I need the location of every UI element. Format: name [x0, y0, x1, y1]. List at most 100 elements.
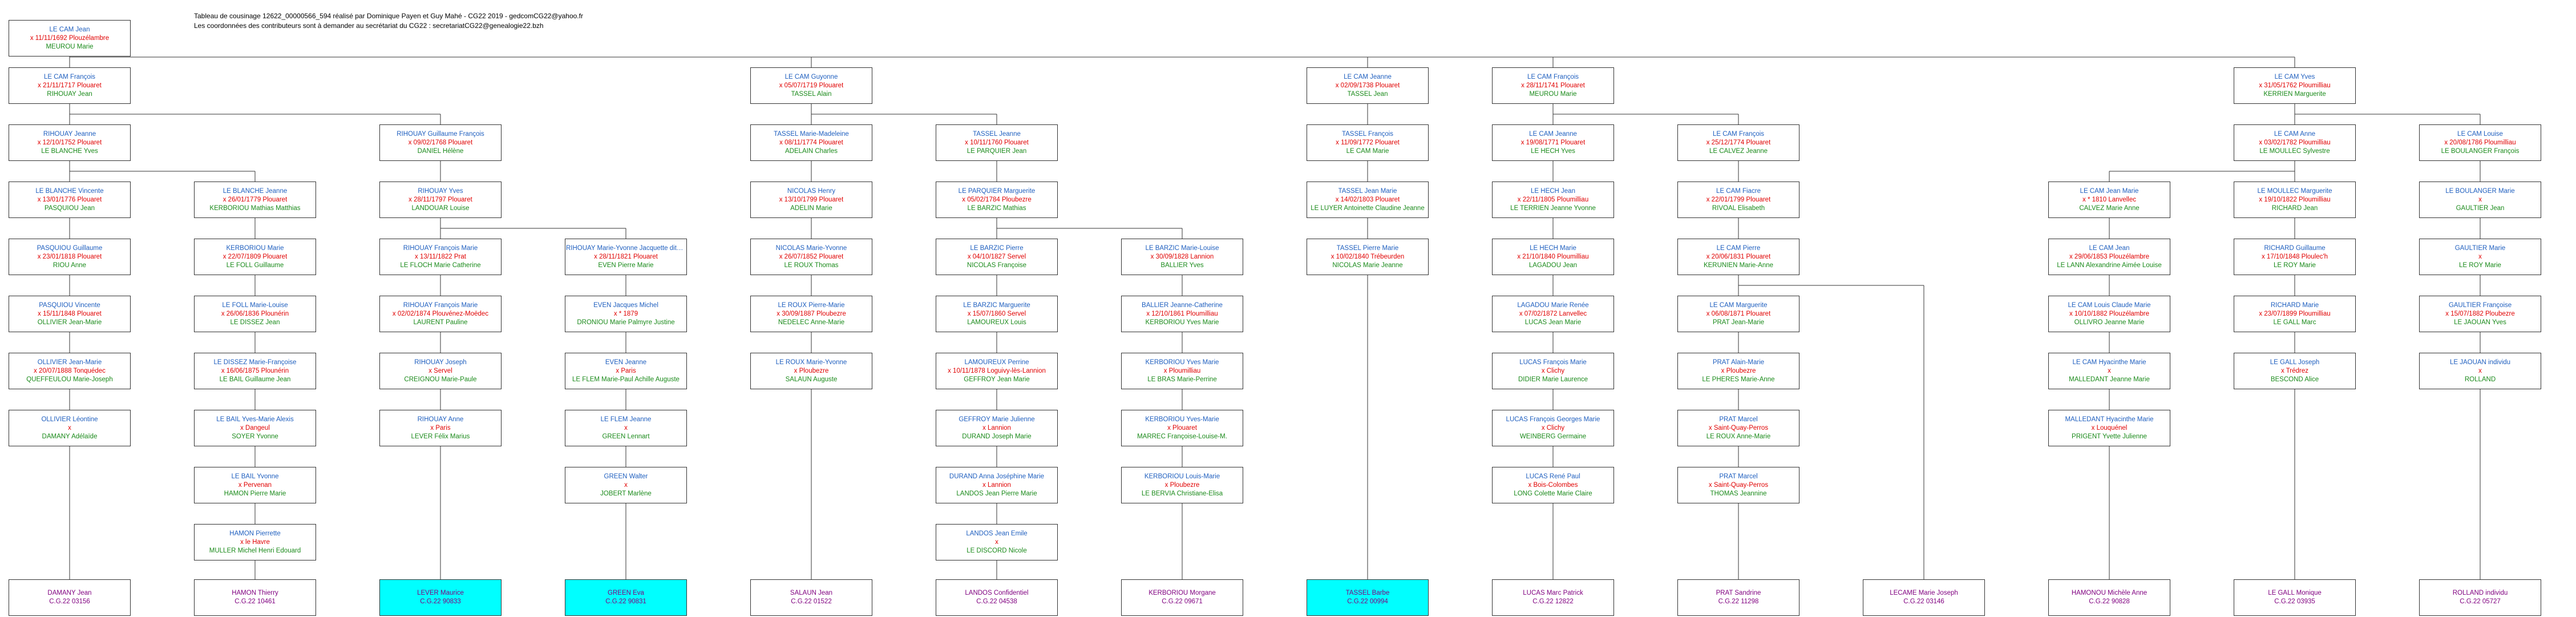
- spouse-name: KERBORIOU Mathias Matthias: [209, 204, 301, 212]
- spouse-name: SALAUN Auguste: [785, 376, 838, 383]
- marriage-info: x * 1879: [613, 310, 638, 317]
- spouse-name: QUEFFEULOU Marie-Joseph: [26, 376, 113, 383]
- marriage-info: x: [995, 538, 998, 546]
- person-name: TASSEL Pierre Marie: [1336, 244, 1399, 252]
- spouse-name: JOBERT Marlène: [600, 490, 652, 497]
- spouse-name: LAGADOU Jean: [1528, 261, 1578, 269]
- person-name: LAGADOU Marie Renée: [1517, 301, 1589, 309]
- marriage-info: x 30/09/1828 Lannion: [1150, 253, 1214, 260]
- spouse-name: LANDOS Jean Pierre Marie: [956, 490, 1037, 497]
- person-name: RIHOUAY Yves: [418, 187, 463, 195]
- marriage-info: x 14/02/1803 Plouaret: [1335, 196, 1400, 203]
- person-name: EVEN Jeanne: [605, 358, 647, 366]
- header: Tableau de cousinage 12622_00000566_594 …: [194, 11, 583, 31]
- contributor-id: C.G.22 00994: [1347, 598, 1388, 605]
- person-name: LE GALL Joseph: [2270, 358, 2320, 366]
- person-name: LE ROUX Marie-Yvonne: [775, 358, 847, 366]
- spouse-name: MEUROU Marie: [46, 43, 94, 50]
- spouse-name: RIVOAL Elisabeth: [1712, 204, 1765, 212]
- person-name: LE PARQUIER Marguerite: [958, 187, 1036, 195]
- spouse-name: LE CAM Marie: [1346, 147, 1389, 155]
- person-name: RIHOUAY Joseph: [414, 358, 467, 366]
- marriage-info: x 22/11/1805 Ploumilliau: [1517, 196, 1589, 203]
- person-name: LE BARZIC Marie-Louise: [1145, 244, 1219, 252]
- spouse-name: NICOLAS Marie Jeanne: [1332, 261, 1403, 269]
- person-name: LE DISSEZ Marie-Françoise: [213, 358, 297, 366]
- person-name: PASQUIOU Vincente: [39, 301, 100, 309]
- contributor-name: TASSEL Barbe: [1345, 590, 1390, 596]
- spouse-name: MULLER Michel Henri Edouard: [209, 547, 301, 554]
- marriage-info: x 13/11/1822 Prat: [415, 253, 466, 260]
- spouse-name: DANIEL Hélène: [417, 147, 464, 155]
- marriage-info: x 28/11/1821 Plouaret: [594, 253, 658, 260]
- person-name: GAULTIER Marie: [2454, 244, 2506, 252]
- spouse-name: LE BERVIA Christiane-Elisa: [1141, 490, 1223, 497]
- marriage-info: x 02/09/1738 Plouaret: [1335, 82, 1400, 89]
- spouse-name: GREEN Lennart: [602, 433, 650, 440]
- contributor-name: DAMANY Jean: [47, 590, 92, 596]
- spouse-name: NICOLAS Françoise: [966, 261, 1027, 269]
- spouse-name: LE CALVEZ Jeanne: [1709, 147, 1768, 155]
- person-name: LE CAM Jeanne: [1529, 130, 1577, 138]
- marriage-info: x Lannion: [982, 424, 1011, 432]
- marriage-info: x 05/02/1784 Ploubezre: [962, 196, 1032, 203]
- person-name: TASSEL Jean Marie: [1338, 187, 1397, 195]
- marriage-info: x Pervenan: [238, 481, 272, 489]
- person-name: LE CAM François: [43, 73, 96, 80]
- contributor-id: C.G.22 03156: [49, 598, 90, 605]
- marriage-info: x Lannion: [982, 481, 1011, 489]
- spouse-name: LE BARZIC Mathias: [967, 204, 1026, 212]
- spouse-name: LE HECH Yves: [1531, 147, 1575, 155]
- spouse-name: WEINBERG Germaine: [1519, 433, 1587, 440]
- marriage-info: x 09/02/1768 Plouaret: [408, 139, 473, 146]
- marriage-info: x 10/02/1840 Trébeurden: [1331, 253, 1405, 260]
- marriage-info: x 15/07/1860 Servel: [967, 310, 1026, 317]
- marriage-info: x Ploumilliau: [1163, 367, 1201, 374]
- person-name: LE FOLL Marie-Louise: [222, 301, 288, 309]
- marriage-info: x 28/11/1797 Plouaret: [409, 196, 472, 203]
- contributor-id: C.G.22 90831: [605, 598, 646, 605]
- marriage-info: x 20/06/1831 Plouaret: [1706, 253, 1771, 260]
- person-name: TASSEL François: [1341, 130, 1394, 138]
- person-name: KERBORIOU Yves-Marie: [1145, 416, 1219, 423]
- marriage-info: x 11/09/1772 Plouaret: [1336, 139, 1400, 146]
- spouse-name: LE BAIL Guillaume Jean: [219, 376, 291, 383]
- person-name: LANDOS Jean Emile: [966, 530, 1028, 537]
- contributor-name: SALAUN Jean: [790, 590, 833, 596]
- spouse-name: KERUNIEN Marie-Anne: [1703, 261, 1774, 269]
- spouse-name: LE MOULLEC Sylvestre: [2259, 147, 2330, 155]
- spouse-name: LUCAS Jean Marie: [1524, 318, 1582, 326]
- person-name: LUCAS François Marie: [1519, 358, 1587, 366]
- contributor-name: LANDOS Confidentiel: [965, 590, 1029, 596]
- person-name: LE ROUX Pierre-Marie: [778, 301, 845, 309]
- contributor-id: C.G.22 01522: [791, 598, 832, 605]
- person-name: GAULTIER Françoise: [2448, 301, 2512, 309]
- marriage-info: x 30/09/1887 Ploubezre: [777, 310, 846, 317]
